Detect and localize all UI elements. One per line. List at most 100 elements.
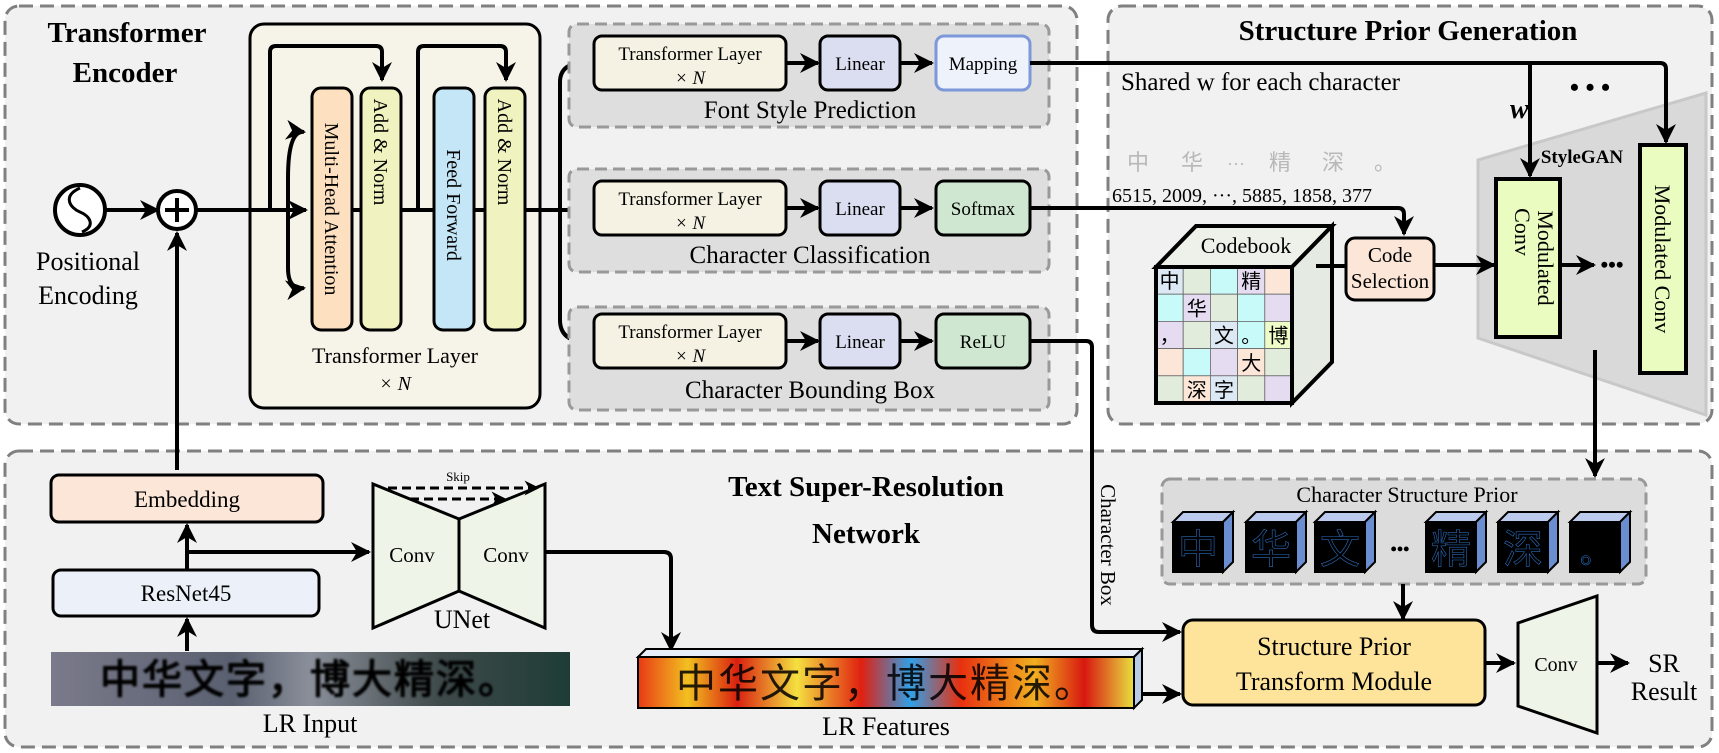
svg-text:Embedding: Embedding [134,487,241,512]
lr-input-label: LR Input [263,709,358,738]
transformer-layer-repeat: × N [379,373,412,395]
svg-text:Transform Module: Transform Module [1236,667,1432,696]
svg-text:···: ··· [1227,154,1245,174]
svg-text:Multi-Head Attention: Multi-Head Attention [320,123,342,296]
structure-prior-glyph: 文 [1320,527,1360,572]
add-norm-block-2: Add & Norm [483,86,527,332]
mid-ellipsis: ••• [1600,252,1623,277]
sr-title-line1: Text Super-Resolution [728,471,1004,503]
csp-ellipsis: ••• [1391,539,1410,559]
svg-text:Selection: Selection [1351,269,1430,293]
top-ellipsis: • • • [1570,73,1610,102]
svg-text:Conv: Conv [483,543,529,567]
structure-prior-cube: 华 [1243,509,1309,575]
svg-text:Modulated Conv: Modulated Conv [1650,185,1675,334]
codebook-cell [1264,375,1293,404]
svg-text:× N: × N [675,213,707,234]
structure-prior-glyph: 深 [1503,527,1543,572]
codebook-char: 深 [1187,379,1207,402]
prior-generation-title: Structure Prior Generation [1239,15,1578,47]
stylegan-label: StyleGAN [1541,147,1624,168]
feed-forward-block: Feed Forward [432,86,476,332]
codebook-label: Codebook [1201,233,1291,258]
svg-text:Conv: Conv [1510,208,1535,256]
codebook-cell [1210,320,1239,349]
codebook-char: 华 [1187,297,1207,320]
class-indices: 6515, 2009, ···, 5885, 1858, 377 [1112,185,1372,207]
svg-text:深: 深 [1322,150,1344,175]
svg-text:精: 精 [1269,150,1291,175]
svg-text:Add & Norm: Add & Norm [493,99,515,206]
skip-label: Skip [446,469,470,484]
encoder-title-line2: Encoder [73,57,178,89]
w-symbol: w [1510,94,1529,125]
svg-text:Transformer Layer: Transformer Layer [618,189,762,210]
head-char-bbox-title: Character Bounding Box [685,377,935,404]
add-operator-icon [156,189,198,231]
lr-input-image: 中华文字，博大精深。 [51,652,570,706]
svg-text:Linear: Linear [835,54,885,75]
shared-w-label: Shared w for each character [1121,69,1401,96]
svg-text:中: 中 [1127,150,1149,175]
embedding-block: Embedding [49,473,325,524]
structure-prior-glyph: 精 [1431,527,1471,572]
char-box-label: Character Box [1096,484,1120,606]
svg-text:× N: × N [675,68,707,89]
structure-prior-glyph: 。 [1580,537,1610,570]
structure-prior-glyph: 中 [1178,527,1218,572]
chars-preview: 中 华 ··· 精 深 。 [1127,150,1396,175]
add-norm-block-1: Add & Norm [359,86,403,332]
svg-text:Transformer Layer: Transformer Layer [618,44,762,65]
svg-text:Conv: Conv [389,543,435,567]
codebook-char: 中 [1160,270,1180,293]
codebook-cell [1182,266,1211,295]
head-char-classification: Transformer Layer × N Linear Softmax Cha… [567,167,1051,274]
codebook-char: 。 [1241,326,1261,348]
codebook-char: ， [1160,326,1180,348]
lr-features-image: 中华文字，博大精深。 [635,646,1145,711]
modulated-conv-2: Modulated Conv [1638,143,1688,375]
positional-encoding-label-2: Encoding [38,281,138,310]
codebook-char: 精 [1241,270,1261,293]
structure-prior-cube: 精 [1423,509,1489,575]
structure-prior-cube: 深 [1495,509,1561,575]
code-selection-block: Code Selection [1344,236,1436,302]
svg-text:Transformer Layer: Transformer Layer [618,322,762,343]
codebook-cell [1210,293,1239,322]
codebook-char: 博 [1268,325,1288,348]
codebook-cell [1155,293,1184,322]
structure-prior-cube: 。 [1567,509,1633,575]
svg-text:。: 。 [1374,150,1396,175]
structure-prior-cube: 文 [1312,509,1378,575]
head-char-classification-title: Character Classification [690,242,931,269]
positional-encoding-label-1: Positional [36,247,140,276]
codebook-cell [1182,320,1211,349]
codebook-cell [1210,375,1239,404]
codebook-cell [1182,348,1211,377]
svg-text:ReLU: ReLU [960,332,1007,353]
svg-text:Mapping: Mapping [949,54,1018,75]
modulated-conv-1: Modulated Conv [1494,177,1562,339]
head-char-bbox: Transformer Layer × N Linear ReLU Charac… [567,305,1051,412]
svg-text:Code: Code [1368,243,1412,267]
head-font-style-title: Font Style Prediction [704,97,917,124]
codebook-cell [1155,348,1184,377]
codebook-cell [1237,375,1266,404]
svg-text:中华文字，博大精深。: 中华文字，博大精深。 [676,661,1096,706]
structure-prior-glyph: 华 [1251,527,1291,572]
mha-block: Multi-Head Attention [310,86,354,332]
codebook-cell [1264,293,1293,322]
codebook-cell [1237,320,1266,349]
codebook-cell [1237,348,1266,377]
svg-text:Conv: Conv [1534,654,1577,676]
svg-text:Character Structure Prior: Character Structure Prior [1296,482,1518,507]
svg-text:Linear: Linear [835,199,885,220]
codebook-cell [1210,348,1239,377]
svg-text:中华文字，博大精深。: 中华文字，博大精深。 [100,657,520,702]
sr-result-line1: SR [1648,649,1680,678]
codebook-cell [1155,375,1184,404]
unet-block: Conv Conv UNet Skip [371,469,547,634]
svg-text:UNet: UNet [434,605,491,634]
sr-title-line2: Network [812,518,921,550]
